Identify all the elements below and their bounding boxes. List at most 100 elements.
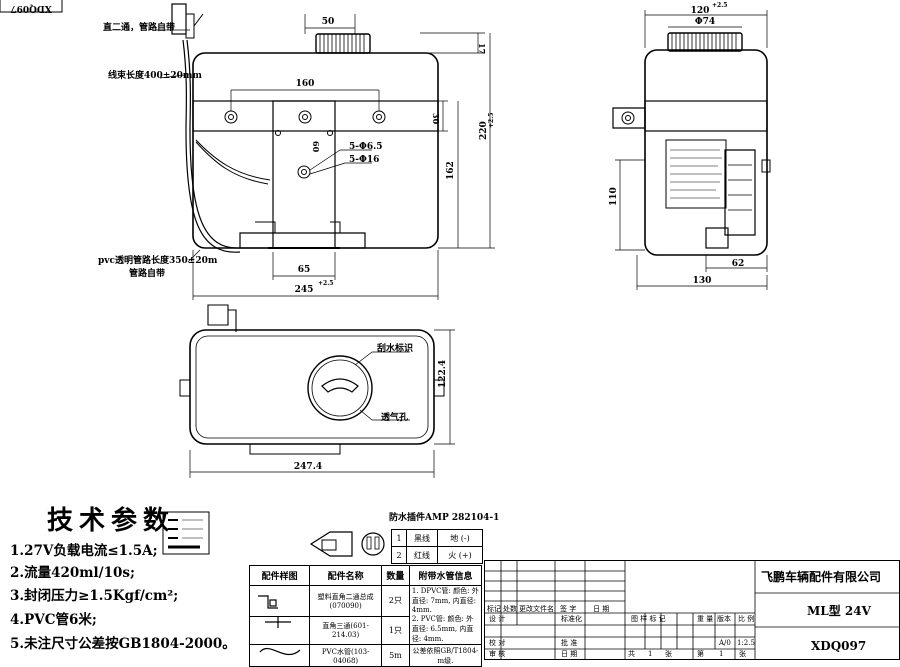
part-image-cell <box>248 585 311 617</box>
tb-version: A/0 <box>719 639 731 647</box>
tb-weight: 重 量 <box>697 615 714 623</box>
tb-scale: 1:2.5 <box>737 639 755 647</box>
tb-count: 处数 <box>503 605 517 613</box>
wiring-row: 2 红线 火 (+) <box>391 546 483 564</box>
tb-scale-label: 比 例 <box>738 615 755 623</box>
tb-stage-mark: 图 样 标 记 <box>631 615 666 623</box>
mounting-bar <box>192 100 439 132</box>
dim-122-4: 122.4 <box>438 360 448 388</box>
tank-body-side <box>644 49 768 256</box>
dim-220: 220 <box>479 121 489 140</box>
tb-check: 校 对 <box>489 639 506 647</box>
filler-cap-front <box>315 33 371 54</box>
harness-length-label: 线束长度400±20mm <box>108 71 202 81</box>
tech-param-5: 5.未注尺寸公差按GB1804-2000。 <box>10 636 236 652</box>
part-name: PVC水管(103-04068) <box>309 644 382 667</box>
tb-design: 设 计 <box>489 615 506 623</box>
dim-247-4: 247.4 <box>294 462 322 472</box>
part-tube-info: 公差依照GB/T1804-m级. <box>408 644 483 667</box>
col-header: 配件样图 <box>248 565 311 586</box>
top-view: 122.4 247.4 <box>179 304 455 478</box>
tb-date: 日 期 <box>593 605 610 613</box>
part-image-cell <box>248 644 311 667</box>
tech-param-3: 3.封闭压力≥1.5Kgf/cm²; <box>10 588 179 604</box>
tb-date2: 日 期 <box>561 650 578 658</box>
col-header: 数量 <box>380 565 410 586</box>
corner-drawing-text: XDQ097 <box>10 3 51 13</box>
col-header: 配件名称 <box>309 565 382 586</box>
tee-pipe-label: 直二通，管路自带 <box>103 23 176 33</box>
parts-header-row: 配件样图 配件名称 数量 附带水管信息 <box>248 565 483 586</box>
tb-total: 共 <box>628 650 635 658</box>
tb-standard: 标准化 <box>561 615 582 623</box>
wire-pole: 火 (+) <box>437 546 483 564</box>
part-image-cell <box>248 615 311 646</box>
dim-110: 110 <box>609 187 619 206</box>
dim-130: 130 <box>693 276 712 286</box>
corner-drawing-number: XDQ097 <box>0 0 63 13</box>
fill-mark-label: 刮水标识 <box>377 344 414 354</box>
inspection-stamp <box>162 511 210 555</box>
tb-sign: 签 字 <box>560 605 577 613</box>
connector-drawing <box>309 531 385 557</box>
dim-220-tol: +2.5 <box>488 113 495 128</box>
tube-info-1: 1. DPVC管: 颜色: 外直径: 7mm, 内直径: 4mm. <box>411 587 479 614</box>
dim-60: 60 <box>311 141 321 153</box>
parts-row: PVC水管(103-04068) 5m 公差依照GB/T1804-m级. <box>248 644 483 667</box>
tb-page: 第 <box>697 650 704 658</box>
tb-change-file: 更改文件名 <box>519 605 554 613</box>
part-qty: 5m <box>380 644 410 667</box>
hole-phi65-label: 5-Φ6.5 <box>349 142 383 152</box>
front-view: 50 160 17 30 60 220 +2.5 162 65 245 +2.5 <box>155 3 495 300</box>
filler-cap-side <box>667 32 743 52</box>
wiring-table: 1 黑线 地 (-) 2 红线 火 (+) <box>391 529 483 564</box>
part-tube-info: 1. DPVC管: 颜色: 外直径: 7mm, 内直径: 4mm. 2. PVC… <box>408 585 483 645</box>
mounting-holes <box>224 110 386 179</box>
tb-approve: 批 准 <box>561 639 578 647</box>
dim-50: 50 <box>322 17 335 27</box>
filler-cap-top <box>307 355 373 421</box>
dim-162: 162 <box>446 161 456 180</box>
dim-160: 160 <box>296 79 315 89</box>
side-view: 120 +2.5 Φ74 110 62 130 <box>609 2 771 290</box>
dim-245: 245 <box>295 285 314 295</box>
wire-color: 红线 <box>406 546 438 564</box>
title-block-grid <box>485 561 899 659</box>
drawing-number: XDQ097 <box>811 639 867 653</box>
pvc-tube-label: pvc透明管路长度350±20m <box>98 256 218 266</box>
tb-sheets: 张 <box>665 650 672 658</box>
wiring-row: 1 黑线 地 (-) <box>391 529 483 547</box>
tb-page-num: 1 <box>719 650 724 658</box>
tb-mark: 标记 <box>487 605 501 613</box>
hole-phi16-label: 5-Φ16 <box>349 155 380 165</box>
dim-30: 30 <box>431 113 441 125</box>
title-block: 标记 处数 更改文件名 签 字 日 期 设 计 标准化 校 对 批 准 审 核 … <box>484 560 900 660</box>
dim-65: 65 <box>298 265 311 275</box>
dim-120-tol: +2.5 <box>712 2 727 9</box>
tube-info-2: 2. PVC管: 颜色: 外直径: 6.5mm, 内直径: 4mm. <box>411 615 474 643</box>
pump-base-front <box>239 232 366 249</box>
dim-74: Φ74 <box>695 17 715 27</box>
part-name: 塑料直角二通总成 (070090) <box>309 585 382 617</box>
company-name: 飞鹏车辆配件有限公司 <box>761 570 882 584</box>
parts-row: 直角三通(601-214.03) 1只 <box>248 615 482 646</box>
tb-total-count: 1 <box>648 650 653 658</box>
dim-62: 62 <box>732 259 745 269</box>
wire-color: 黑线 <box>406 529 438 547</box>
dim-120: 120 <box>691 6 710 16</box>
dim-17: 17 <box>477 43 487 54</box>
parts-row: 塑料直角二通总成 (070090) 2只 1. DPVC管: 颜色: 外直径: … <box>248 585 483 645</box>
wire-pole: 地 (-) <box>437 529 483 547</box>
dim-245-tol: +2.5 <box>318 280 333 287</box>
part-qty: 2只 <box>380 585 410 617</box>
tech-param-1: 1.27V负载电流≤1.5A; <box>10 543 158 559</box>
connector-label: 防水插件AMP 282104-1 <box>389 513 500 523</box>
pvc-tube-self-label: 管路自带 <box>129 269 166 279</box>
col-header: 附带水管信息 <box>408 565 483 586</box>
model-name: ML型 24V <box>807 604 871 618</box>
tb-sheet: 张 <box>739 650 746 658</box>
tech-params-title: 技术参数 <box>47 506 176 536</box>
tb-review: 审 核 <box>489 650 506 658</box>
vent-hole-label: 透气孔 <box>381 413 409 423</box>
